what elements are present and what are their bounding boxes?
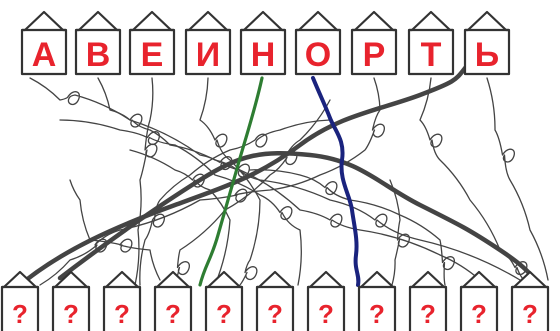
wire-tangle	[14, 62, 548, 290]
top-house-4: И	[186, 12, 230, 74]
top-house-5: Н	[241, 12, 285, 74]
wire-3	[135, 78, 157, 285]
question-mark: ?	[522, 299, 538, 329]
house-letter: Н	[251, 36, 276, 74]
question-mark: ?	[369, 299, 385, 329]
house-letter: А	[32, 36, 57, 74]
top-house-7: Р	[352, 12, 396, 74]
top-house-6: О	[296, 12, 340, 74]
bottom-house-9: ?	[410, 272, 446, 331]
house-letter: В	[86, 36, 111, 74]
house-letter: О	[305, 36, 331, 74]
question-mark: ?	[165, 299, 181, 329]
top-house-8: Т	[409, 12, 453, 74]
question-mark: ?	[267, 299, 283, 329]
blue-wire	[313, 78, 358, 285]
house-letter: Р	[363, 36, 386, 74]
question-mark: ?	[216, 299, 232, 329]
top-house-2: В	[76, 12, 120, 74]
bottom-house-1: ?	[2, 272, 38, 331]
bottom-house-4: ?	[155, 272, 191, 331]
bottom-house-11: ?	[512, 272, 548, 331]
question-mark: ?	[63, 299, 79, 329]
thick-wire-1	[14, 62, 470, 290]
bottom-house-8: ?	[359, 272, 395, 331]
house-letter: Т	[421, 36, 442, 74]
question-mark: ?	[471, 299, 487, 329]
house-letter: Ь	[475, 36, 499, 74]
bottom-mystery-houses: ???????????	[2, 272, 548, 331]
bottom-house-2: ?	[53, 272, 89, 331]
top-house-1: А	[22, 12, 66, 74]
bottom-house-5: ?	[206, 272, 242, 331]
top-house-9: Ь	[465, 12, 509, 74]
wire-11	[175, 100, 330, 285]
bottom-house-6: ?	[257, 272, 293, 331]
wire-4	[200, 78, 260, 285]
question-mark: ?	[318, 299, 334, 329]
wire-10	[250, 170, 454, 285]
bottom-house-7: ?	[308, 272, 344, 331]
bottom-house-10: ?	[461, 272, 497, 331]
question-mark: ?	[12, 299, 28, 329]
question-mark: ?	[420, 299, 436, 329]
house-letter: И	[196, 36, 220, 74]
house-letter: Е	[141, 36, 164, 74]
bottom-house-3: ?	[104, 272, 140, 331]
top-house-3: Е	[130, 12, 174, 74]
question-mark: ?	[114, 299, 130, 329]
